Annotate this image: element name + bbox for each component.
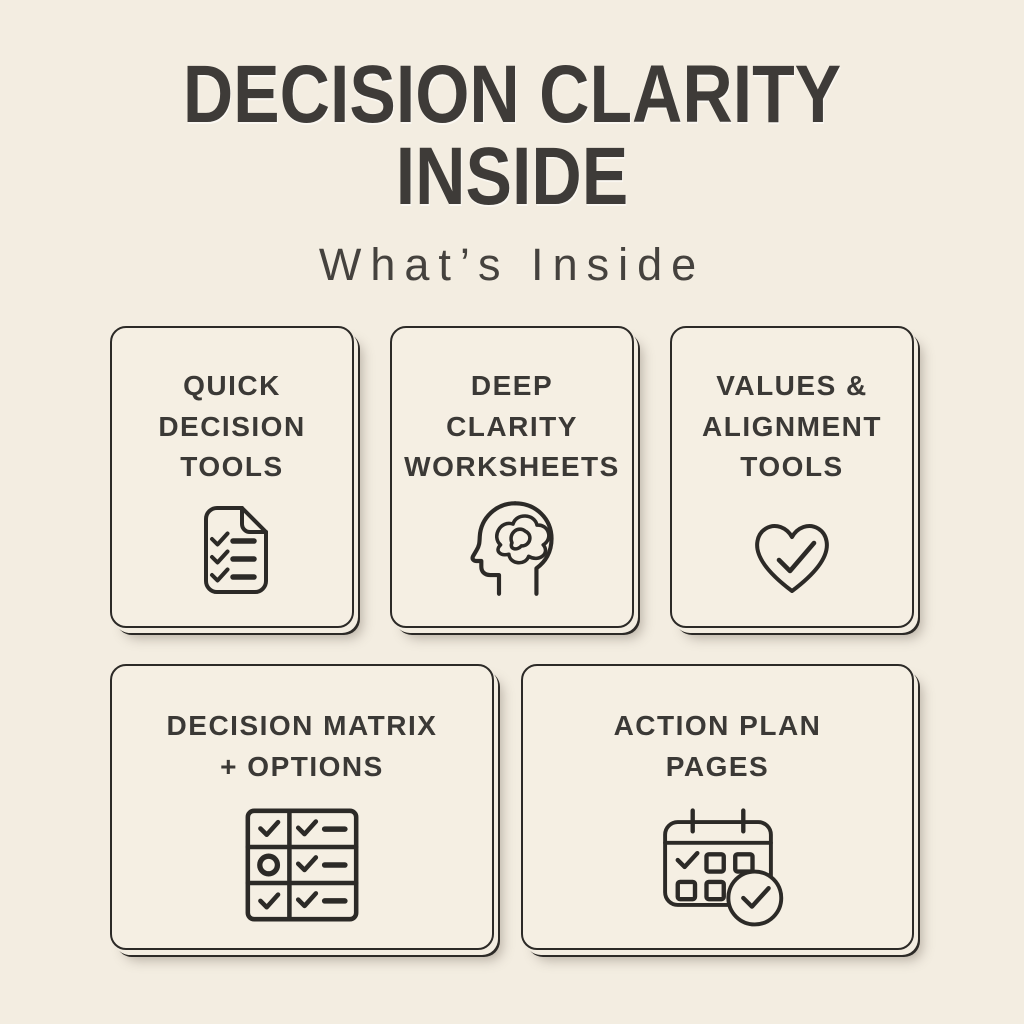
card-label: VALUES & ALIGNMENT TOOLS — [702, 370, 882, 483]
card-label: QUICK DECISION TOOLS — [158, 370, 306, 483]
card-deep-clarity-worksheets: DEEP CLARITY WORKSHEETS — [390, 326, 634, 628]
page-title: DECISION CLARITY INSIDE — [182, 49, 842, 222]
card-label: ACTION PLAN PAGES — [613, 710, 822, 782]
card-label: DECISION MATRIX + OPTIONS — [166, 710, 438, 782]
card-values-alignment-tools: VALUES & ALIGNMENT TOOLS — [670, 326, 914, 628]
calendar-check-icon — [662, 808, 783, 927]
page-subtitle: What’s Inside — [318, 239, 706, 290]
decision-matrix-grid-icon — [245, 808, 359, 922]
heart-check-icon — [755, 524, 829, 593]
head-tangled-mind-icon — [470, 501, 554, 596]
card-label: DEEP CLARITY WORKSHEETS — [404, 370, 620, 483]
card-quick-decision-tools: QUICK DECISION TOOLS — [110, 326, 354, 628]
cards-row-bottom: DECISION MATRIX + OPTIONS — [110, 664, 914, 950]
cards-row-top: QUICK DECISION TOOLS DEEP CLARITY WORKSH… — [110, 326, 914, 628]
checklist-document-icon — [204, 506, 268, 594]
card-action-plan-pages: ACTION PLAN PAGES — [521, 664, 914, 950]
card-decision-matrix-options: DECISION MATRIX + OPTIONS — [110, 664, 494, 950]
